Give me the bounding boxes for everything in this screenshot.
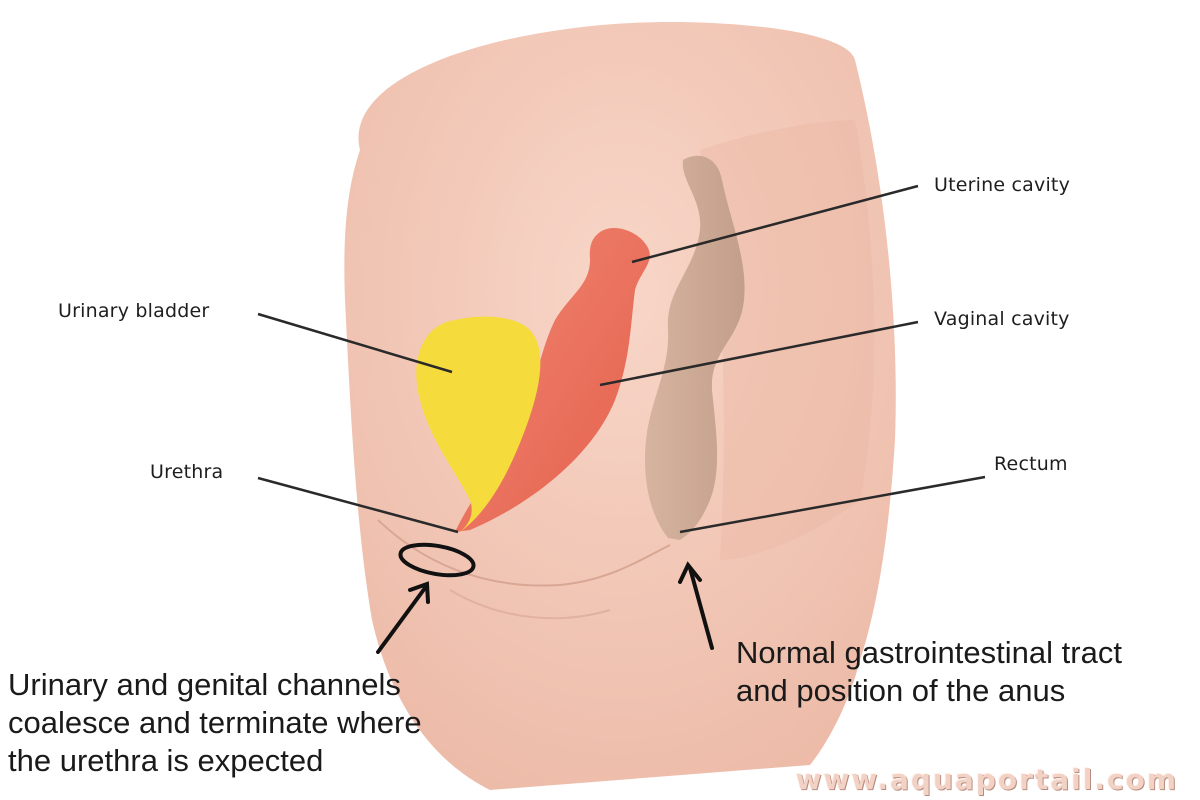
label-uterine-cavity: Uterine cavity xyxy=(934,174,1071,196)
site-watermark: www.aquaportail.com xyxy=(795,763,1178,796)
label-vaginal-cavity: Vaginal cavity xyxy=(934,308,1070,330)
cloaca-opening-marker xyxy=(398,542,476,578)
arrow-left-shaft xyxy=(376,586,427,654)
arrow-right-head xyxy=(678,561,702,584)
arrow-right-shaft xyxy=(688,566,714,650)
arrows xyxy=(376,561,714,654)
leader-uterine xyxy=(631,184,919,264)
leader-bladder xyxy=(257,312,453,374)
rectum-organ xyxy=(644,155,745,541)
leader-lines xyxy=(257,184,986,534)
caption-gi-line-1: Normal gastrointestinal tract xyxy=(736,635,1122,670)
caption-gi-line-2: and position of the anus xyxy=(736,673,1066,708)
label-urethra: Urethra xyxy=(150,461,224,483)
caption-cloaca-line-2: coalesce and terminate where xyxy=(8,705,422,740)
label-rectum: Rectum xyxy=(994,453,1068,475)
caption-cloaca: Urinary and genital channels coalesce an… xyxy=(8,666,422,780)
body-silhouette xyxy=(344,21,896,791)
leader-rectum xyxy=(679,475,986,534)
perineum-contour xyxy=(377,519,671,587)
caption-cloaca-line-3: the urethra is expected xyxy=(8,743,324,778)
leader-vaginal xyxy=(599,320,919,387)
leader-urethra xyxy=(257,476,459,534)
label-urinary-bladder: Urinary bladder xyxy=(58,300,210,322)
caption-gastrointestinal: Normal gastrointestinal tract and positi… xyxy=(736,634,1122,710)
arrow-left-head xyxy=(408,581,430,604)
buttock-fold xyxy=(449,589,611,620)
body-shading xyxy=(700,120,875,560)
caption-cloaca-line-1: Urinary and genital channels xyxy=(8,667,401,702)
